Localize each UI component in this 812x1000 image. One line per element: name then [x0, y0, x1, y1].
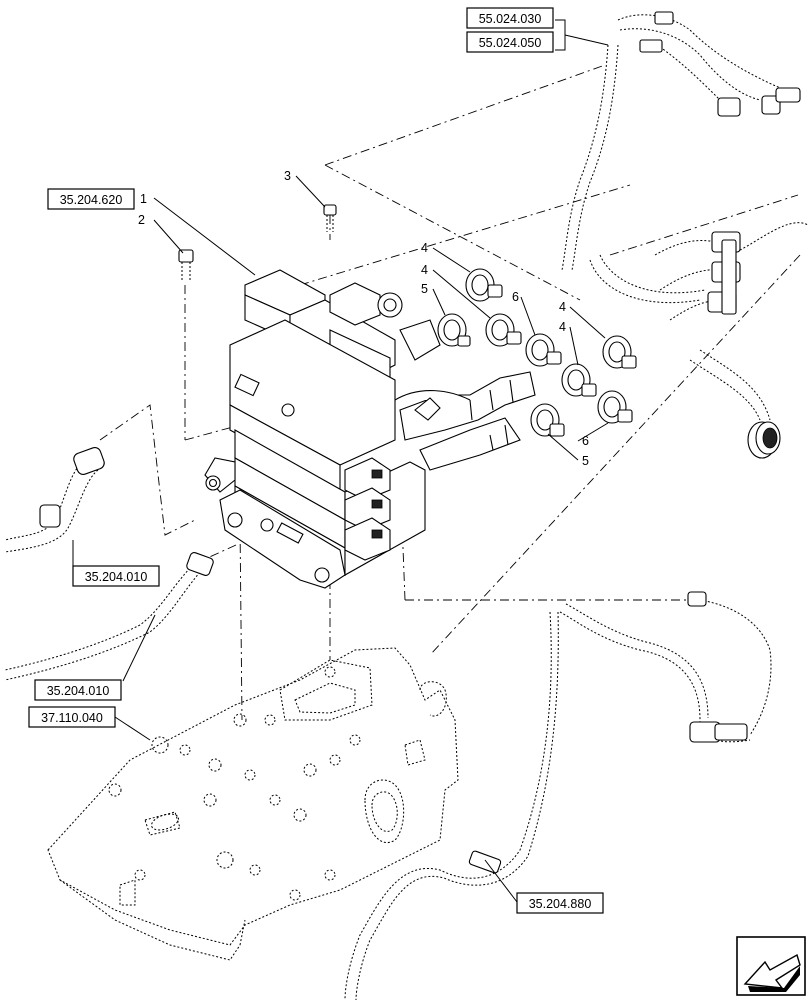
clamp-4-a [465, 268, 503, 302]
reference-label-55-024-050[interactable]: 55.024.050 [466, 31, 554, 53]
callout-5-a: 5 [421, 282, 428, 296]
callout-4-d: 4 [559, 320, 566, 334]
clamp-4-b [485, 313, 522, 347]
next-page-arrow-icon[interactable] [736, 936, 806, 996]
callout-1: 1 [140, 192, 147, 206]
callout-2: 2 [138, 213, 145, 227]
svg-text:35.204.880: 35.204.880 [529, 897, 592, 911]
sensor-line [344, 591, 772, 1000]
clamp-6-b [597, 390, 633, 424]
leader-lines [72, 19, 609, 903]
case-ih-logo-icon [151, 813, 179, 831]
reference-label-35-204-010-lower[interactable]: 35.204.010 [34, 679, 122, 701]
reference-label-35-204-010-upper[interactable]: 35.204.010 [72, 565, 160, 587]
left-lower-pipe [4, 552, 214, 681]
callout-4-b: 4 [421, 263, 428, 277]
callout-4-c: 4 [559, 300, 566, 314]
callout-6-a: 6 [512, 290, 519, 304]
clamp-4-d [561, 363, 597, 397]
svg-text:55.024.030: 55.024.030 [479, 12, 542, 26]
svg-text:37.110.040: 37.110.040 [41, 711, 103, 725]
assembly-guide-lines [99, 64, 801, 721]
callout-5-b: 5 [582, 454, 589, 468]
lift-housing [47, 647, 459, 961]
callout-4-a: 4 [421, 241, 428, 255]
clamp-4-c [602, 335, 637, 369]
callout-numbers: 1 2 3 4 4 5 6 4 4 6 5 [138, 169, 589, 468]
svg-text:35.204.010: 35.204.010 [85, 570, 148, 584]
clamp-6-a [525, 333, 562, 367]
harness-connectors-top [639, 11, 801, 315]
round-connector [747, 421, 781, 459]
clamp-5-b [530, 403, 565, 437]
left-pipe [4, 447, 105, 553]
valve-block-assembly [204, 269, 536, 589]
svg-text:35.204.620: 35.204.620 [60, 193, 123, 207]
svg-text:55.024.050: 55.024.050 [479, 36, 542, 50]
upper-wiring-harness [561, 14, 809, 421]
callout-6-b: 6 [582, 434, 589, 448]
reference-label-37-110-040[interactable]: 37.110.040 [28, 706, 116, 728]
reference-label-35-204-880[interactable]: 35.204.880 [516, 892, 604, 914]
screw-3 [323, 204, 337, 232]
clamp-5-a [437, 313, 471, 347]
svg-text:35.204.010: 35.204.010 [47, 684, 110, 698]
screw-2 [178, 249, 194, 280]
reference-label-35-204-620[interactable]: 35.204.620 [47, 188, 135, 210]
reference-label-55-024-030[interactable]: 55.024.030 [466, 7, 554, 29]
callout-3: 3 [284, 169, 291, 183]
